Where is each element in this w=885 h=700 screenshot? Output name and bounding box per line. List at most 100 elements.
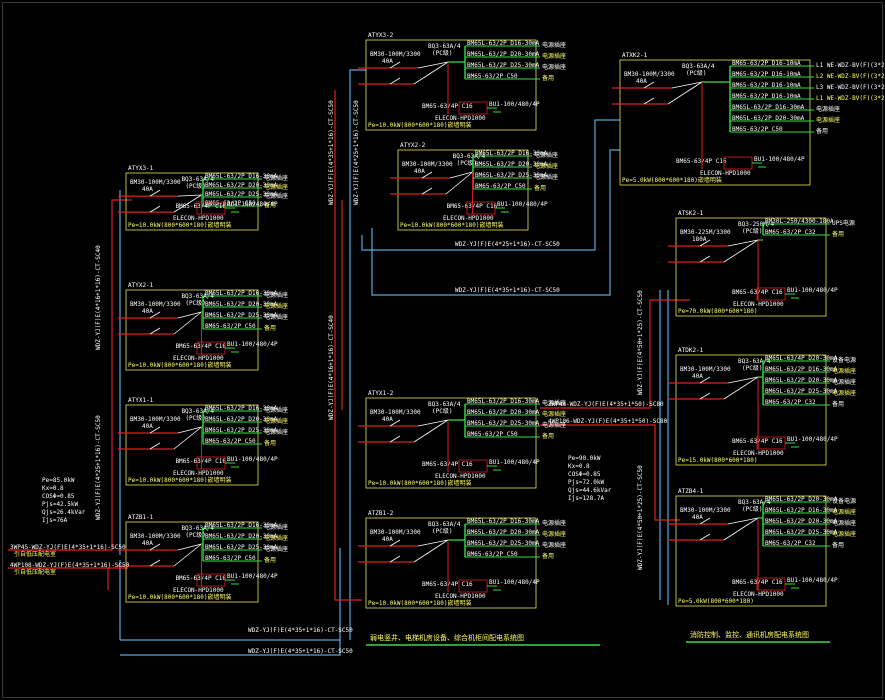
panel-id: ATZB1-1 (128, 514, 154, 521)
panel-id: ATYX3-2 (368, 32, 394, 39)
switch-blade (699, 517, 711, 525)
circuit-note: L1 WE-WDZ-BV(F)(3*2.5)-SC20 (816, 95, 885, 102)
ats-link (667, 81, 703, 105)
ats-class: (PC级) (185, 299, 205, 307)
trunk-left-bottom (120, 548, 341, 656)
main-breaker-rating: 40A (142, 308, 153, 315)
panel-id: ATDK2-1 (678, 347, 704, 354)
ats-label: BQ3-63A/4 (181, 176, 214, 183)
ats-class: (PC级) (185, 182, 205, 190)
circuit-breaker-label: BM65L-63/2P D25-30mA (467, 420, 540, 427)
circuit-breaker-label: BM65L-63/2P D25-30mA (475, 172, 548, 179)
ats-link (413, 539, 449, 563)
ats-label: BQ3-63A/4 (181, 293, 214, 300)
ats-label: BQ3-63A/4 (181, 408, 214, 415)
spd-box (723, 156, 753, 170)
ats-class: (PC级) (185, 531, 205, 539)
ats-link (417, 61, 449, 69)
switch-blade (421, 171, 433, 179)
panel-atzb1-2: ATZB1-2BM30-100M/330040ABQ3-63A/4(PC级)BM… (358, 510, 566, 609)
elcb-label: ELECON-HPD1000 (435, 593, 486, 600)
ats-link (727, 376, 759, 384)
circuit-note: 备用 (816, 127, 828, 135)
panel-atxk2-1: ATXK2-1BM30-100M/330040ABQ3-63A/4(PC级)BM… (612, 52, 885, 186)
circuit-note: 电源插座 (542, 530, 566, 538)
elcb-label: ELECON-HPD1000 (173, 470, 224, 477)
mid-riser-label-2: WDZ-YJ(F)E(4*25+1*16)-CT-SC50 (353, 100, 360, 205)
panel-box (397, 149, 529, 231)
circuit-note: 电源插座 (264, 534, 288, 542)
switch-blade (389, 419, 401, 427)
ats-label: BQ3-63A/4 (453, 153, 486, 160)
circuit-note: 电源插座 (542, 410, 566, 418)
left-incomer-2-note: 引自低压配电室 (14, 568, 56, 576)
feeder-labels: 3WP45-WDZ-YJ(F)E(4*35+1*16)-SC50 引自低压配电室… (10, 100, 830, 655)
main-breaker-rating: 40A (142, 186, 153, 193)
panel-footer: Pe=15.0kW(800*600*180) (678, 457, 757, 464)
main-breaker-rating: 40A (692, 514, 703, 521)
circuit-breaker-label: BM65L-63/2P D16-30mA (205, 173, 278, 180)
spd-breaker-label: BM65-63/4P C16 (447, 203, 498, 210)
circuit-breaker-label: BM65L-63/2P D16-30mA (467, 518, 540, 525)
circuit-note: 电源插座 (264, 428, 288, 436)
circuit-note: 电源插座 (832, 389, 856, 397)
switch-blade (389, 61, 401, 69)
panel-box (675, 217, 827, 317)
circuit-note: 电源插座 (542, 519, 566, 527)
left-incomer-1-note: 引自低压配电室 (14, 550, 56, 558)
panel-box (125, 289, 259, 371)
main-breaker-label: BM30-100M/3300 (402, 161, 453, 168)
circuit-breaker-label: BM65L-63/2P D20-30mA (467, 529, 540, 536)
panel-footer: Pe=10.0kW(800*600*180)嵌墙明装 (128, 476, 231, 484)
circuit-note: 电源插座 (832, 367, 856, 375)
panel-box (125, 521, 259, 603)
panel-footer: Pe=10.0kW(800*600*180)嵌墙明装 (400, 221, 503, 229)
circuit-note: 电源插座 (542, 541, 566, 549)
circuit-note: 电源插座 (264, 523, 288, 531)
panel-box (675, 495, 827, 607)
panel-id: ATZB4-1 (678, 488, 704, 495)
circuit-note: 电源插座 (832, 519, 856, 527)
spd-label: BU1-100/480/4P (787, 287, 838, 294)
panel-box (365, 39, 537, 131)
main-breaker-rating: 40A (382, 416, 393, 423)
circuit-note: 电源插座 (264, 192, 288, 200)
circuit-breaker-label: BM65L-63/2P D20-30mA (765, 496, 838, 503)
switch-blade (643, 97, 655, 105)
circuit-breaker-label: BM65L-63/2P D25-30mA (467, 540, 540, 547)
switch-blade (149, 205, 161, 213)
left-ijs: Ijs=76A (42, 517, 68, 524)
mid-riser-label-3: WDZ-YJ(F)E(4*16+1*16)-CT-SC40 (328, 315, 335, 420)
spd-label: BU1-100/480/4P (489, 459, 540, 466)
main-breaker-label: BM30-100M/3300 (130, 533, 181, 540)
switch-blade (699, 392, 711, 400)
circuit-breaker-label: BM65L-63/2P D20-30mA (732, 115, 805, 122)
switch-blade (699, 533, 711, 541)
ats-link (173, 311, 202, 335)
distribution-panels: ATYX3-1BM30-100M/330040ABQ3-63A/4(PC级)BM… (118, 32, 885, 609)
ats-link (177, 194, 202, 197)
circuit-breaker-label: BM65L-63/2P D20-30mA (205, 301, 278, 308)
panel-atsk2-1: ATSK2-1BM30-225M/3300180ABQ3-250M/4(PC级)… (668, 210, 855, 317)
elcb-label: ELECON-HPD1000 (733, 301, 784, 308)
switch-blade (643, 81, 655, 89)
circuit-note: L1 WE-WDZ-BV(F)(3*2.5)-SC20 (816, 62, 885, 69)
circuit-breaker-label: BM65-63/2P C50 (467, 431, 518, 438)
ats-class: (PC级) (432, 407, 452, 415)
panel-atzb4-1: ATZB4-1BM30-100M/330040ABQ3-63A/4(PC级)BM… (668, 488, 856, 607)
elcb-label: ELECON-HPD1000 (173, 215, 224, 222)
ats-class: (PC级) (457, 159, 477, 167)
spd-label: BU1-100/480/4P (787, 436, 838, 443)
left-pjs: Pjs=42.5kW (42, 501, 79, 508)
circuit-breaker-label: BM65L-63/2P D16-30mA (467, 40, 540, 47)
circuit-breaker-label: BM65L-63/2P D20-30mA (205, 533, 278, 540)
panel-footer: Pe=10.0kW(800*600*180)嵌墙明装 (128, 221, 231, 229)
panel-footer: Pe=10.0kW(800*600*180)嵌墙明装 (368, 479, 471, 487)
panel-atdk2-1: ATDK2-1BM30-100M/330040ABQ3-63A/4(PC级)BM… (668, 347, 856, 466)
ats-link (413, 419, 449, 443)
ats-label: BQ3-250M/4 (738, 221, 775, 228)
switch-blade (699, 239, 711, 247)
panel-box (675, 354, 827, 466)
circuit-breaker-label: BM65L-63/2P D25-30mA (467, 62, 540, 69)
